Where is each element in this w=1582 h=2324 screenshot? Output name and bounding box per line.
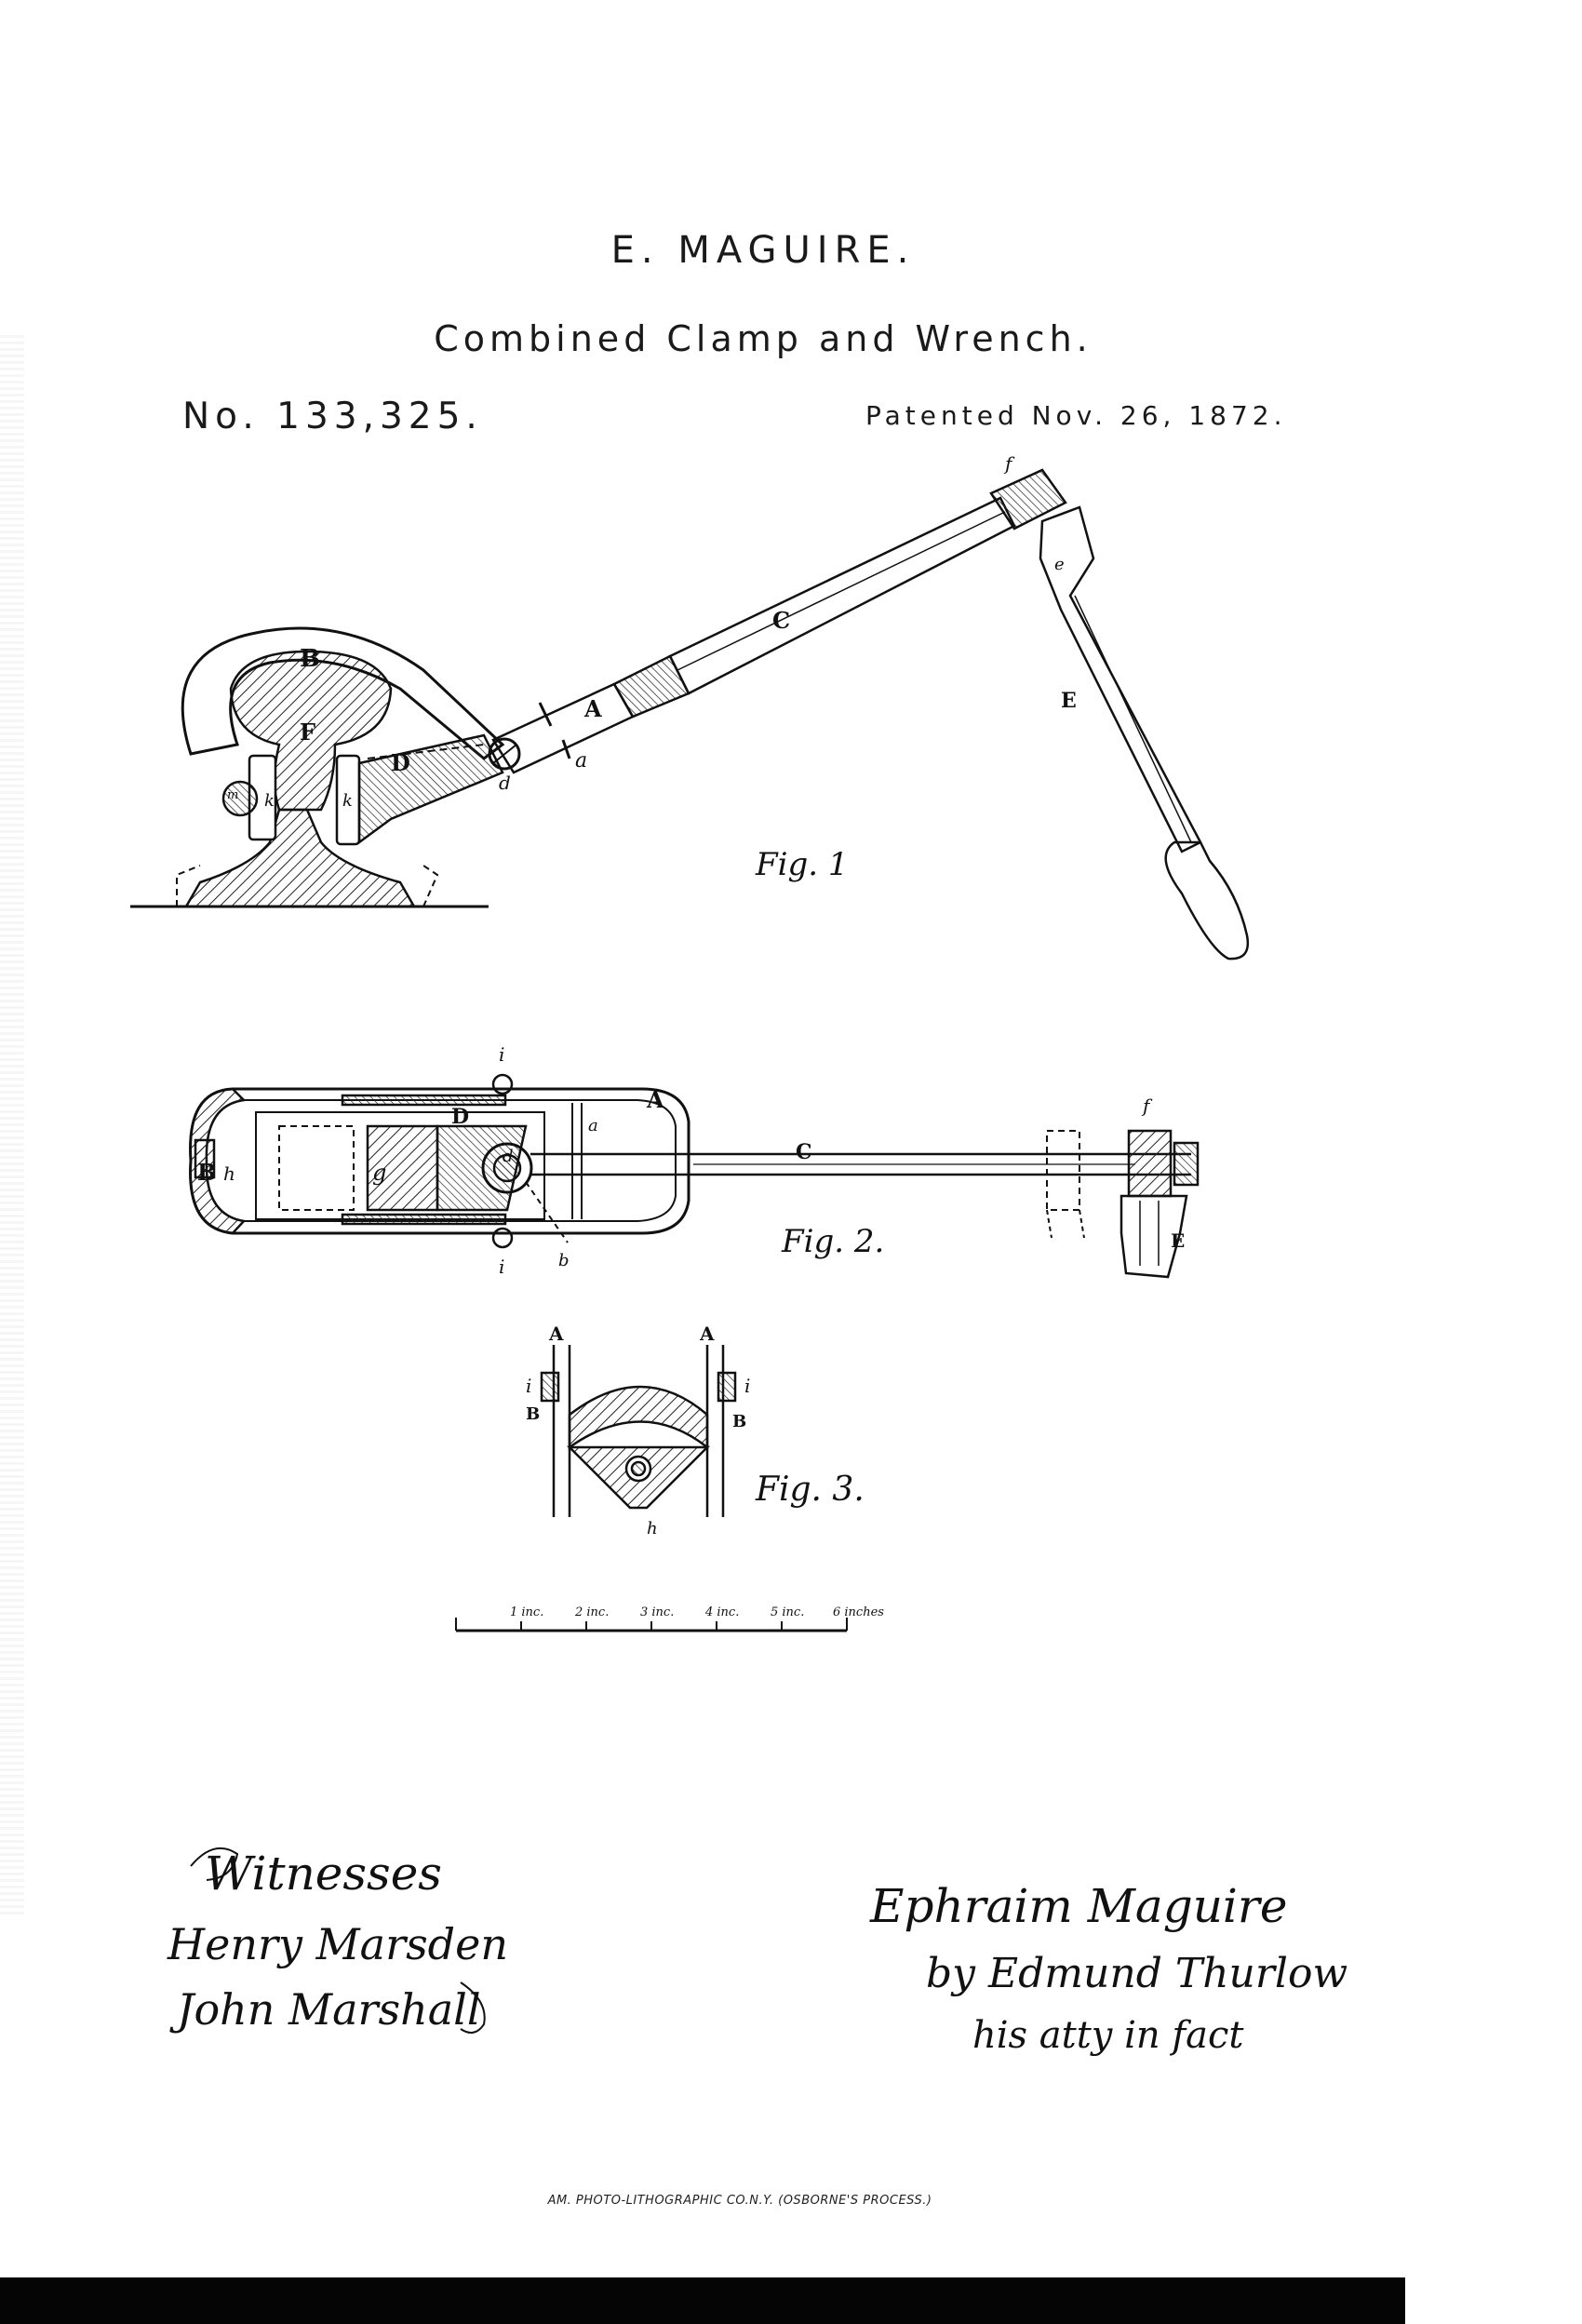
fig2-label-B: B xyxy=(197,1159,216,1186)
figure-3-labels: A A i i B B h Fig. 3. xyxy=(526,1323,865,1538)
fig1-label-A: A xyxy=(583,695,602,722)
patented-date: Patented Nov. 26, 1872. xyxy=(865,400,1287,431)
fig2-label-d: d xyxy=(503,1147,514,1166)
fig1-label-d: d xyxy=(499,772,511,794)
figure-2 xyxy=(189,1073,1200,1279)
fig2-label-a: a xyxy=(588,1116,598,1135)
fig3-label-A-right: A xyxy=(699,1323,715,1345)
fig3-label-B-left: B xyxy=(526,1404,540,1424)
patent-number: No. 133,325. xyxy=(182,396,483,437)
fig3-label-A-left: A xyxy=(548,1323,564,1345)
fig1-label-F: F xyxy=(300,719,315,746)
fig2-label-E: E xyxy=(1171,1229,1185,1252)
scale-tick-3: 3 inc. xyxy=(640,1605,674,1619)
fig3-caption: Fig. 3. xyxy=(755,1471,865,1509)
fig1-label-f: f xyxy=(1003,452,1015,475)
scan-bottom-border xyxy=(0,2277,1405,2324)
fig2-label-b: b xyxy=(558,1251,570,1270)
witness-1-signature: Henry Marsden xyxy=(167,1919,508,1969)
witnesses-heading: Witnesses xyxy=(205,1847,442,1901)
fig1-label-B: B xyxy=(300,645,320,673)
figure-2-labels: A B h g D d a b C i i f E Fig. 2. xyxy=(197,1043,1185,1278)
scale-tick-5: 5 inc. xyxy=(771,1605,804,1619)
printer-credit: AM. PHOTO-LITHOGRAPHIC CO.N.Y. (OSBORNE'… xyxy=(547,2194,932,2208)
scale-bar xyxy=(455,1618,848,1632)
fig2-label-D: D xyxy=(451,1105,469,1129)
fig3-label-i-right: i xyxy=(744,1375,750,1397)
fig3-label-i-left: i xyxy=(526,1375,531,1397)
fig2-label-g: g xyxy=(372,1160,386,1186)
fig2-label-i-top: i xyxy=(499,1043,504,1066)
figure-1 xyxy=(130,468,1250,960)
scale-tick-4: 4 inc. xyxy=(704,1605,739,1619)
fig1-label-a: a xyxy=(575,749,587,772)
fig2-label-C: C xyxy=(796,1140,812,1164)
inventor-signature-block: Ephraim Maguire by Edmund Thurlow his at… xyxy=(869,1879,1347,2057)
fig1-caption: Fig. 1 xyxy=(755,846,848,883)
witnesses-block: Witnesses Henry Marsden John Marshall xyxy=(167,1847,508,2035)
fig2-label-f: f xyxy=(1141,1095,1153,1117)
fig1-label-E: E xyxy=(1061,689,1077,713)
fig1-label-m: m xyxy=(227,788,238,802)
figure-3 xyxy=(540,1345,737,1517)
scale-labels: 1 inc. 2 inc. 3 inc. 4 inc. 5 inc. 6 inc… xyxy=(510,1605,884,1619)
fig1-label-C: C xyxy=(772,607,790,634)
inventor-signature: Ephraim Maguire xyxy=(869,1879,1287,1933)
fig2-label-A: A xyxy=(646,1086,664,1113)
witness-2-signature: John Marshall xyxy=(169,1984,481,2035)
fig3-label-h: h xyxy=(647,1519,658,1538)
fig3-label-B-right: B xyxy=(732,1412,746,1431)
scale-tick-1: 1 inc. xyxy=(510,1605,543,1619)
fig1-label-k-right: k xyxy=(342,791,353,811)
fig2-label-h: h xyxy=(223,1162,235,1185)
fig1-label-D: D xyxy=(391,749,410,776)
inventor-name: E. MAGUIRE. xyxy=(610,229,916,272)
attorney-by-line: by Edmund Thurlow xyxy=(926,1950,1347,1997)
attorney-in-fact-line: his atty in fact xyxy=(972,2014,1244,2057)
fig2-label-i-bottom: i xyxy=(499,1256,504,1278)
figure-1-labels: B F D A C E a d k k m f e Fig. 1 xyxy=(227,452,1077,883)
scan-edge-artifact xyxy=(0,335,24,1917)
fig1-label-k-left: k xyxy=(264,791,275,811)
scale-tick-2: 2 inc. xyxy=(574,1605,609,1619)
fig1-label-e: e xyxy=(1054,555,1065,574)
fig2-caption: Fig. 2. xyxy=(781,1223,884,1260)
scale-tick-6: 6 inches xyxy=(833,1605,884,1619)
invention-title: Combined Clamp and Wrench. xyxy=(434,318,1093,359)
